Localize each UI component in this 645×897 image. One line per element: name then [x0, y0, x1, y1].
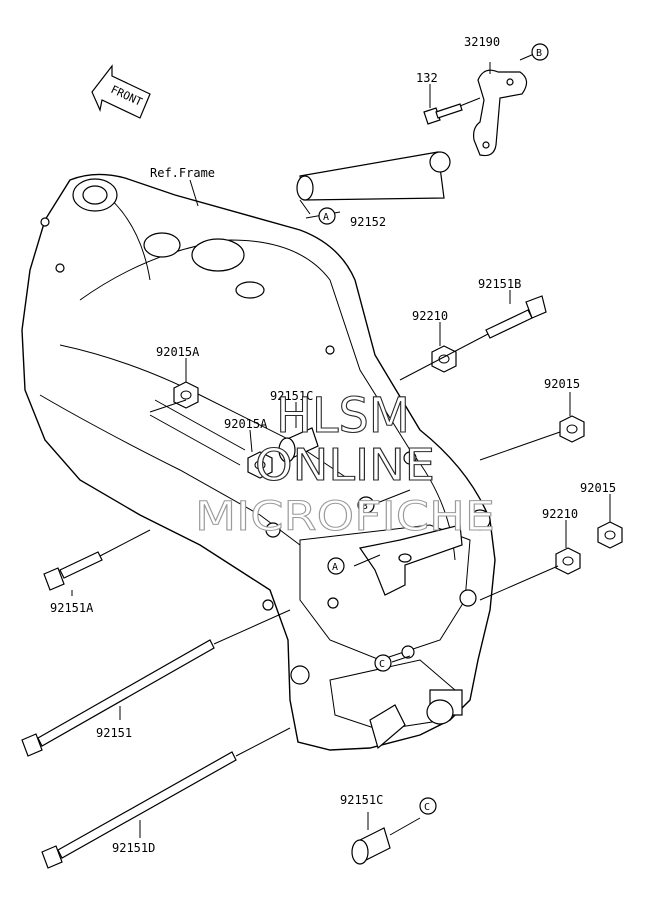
collar-92152	[296, 151, 451, 201]
watermark-line1: HLSM	[276, 388, 410, 444]
callout-C-bottom-text: C	[424, 802, 430, 813]
leader-lines	[71, 53, 611, 838]
callout-C-mid: C	[374, 654, 392, 672]
part-number-92210-upper: 92210	[412, 309, 448, 323]
nut-92015A-upper	[173, 381, 199, 409]
callout-3-text: 3	[362, 501, 368, 512]
bracket-32190	[473, 69, 528, 157]
part-number-92015A-upper: 92015A	[156, 345, 200, 359]
nut-92210-lower	[555, 547, 581, 575]
part-number-132: 132	[416, 71, 438, 85]
watermark: HLSM ONLINE MICROFICHE	[195, 387, 496, 540]
part-number-92151A: 92151A	[50, 601, 94, 615]
part-number-92210-lower: 92210	[542, 507, 578, 521]
nut-92015A-mid	[247, 451, 273, 479]
bolt-92151	[21, 639, 215, 757]
part-number-92151C-bottom: 92151C	[340, 793, 383, 807]
bolt-92151C-mid	[278, 427, 319, 463]
callout-3: 3	[357, 496, 375, 514]
callout-A-mid: A	[327, 557, 345, 575]
part-number-92151B: 92151B	[478, 277, 521, 291]
watermark-line2: ONLINE	[255, 440, 435, 491]
callout-C-bottom: C	[419, 797, 437, 815]
callout-C-mid-text: C	[379, 659, 385, 670]
callout-A-top-text: A	[323, 212, 329, 223]
nut-92210-upper	[431, 345, 457, 373]
callout-A-mid-text: A	[332, 562, 338, 573]
bolt-92151C-bottom	[351, 827, 391, 865]
bolt-92151B	[485, 295, 547, 339]
part-number-92151: 92151	[96, 726, 132, 740]
ref-frame-label: Ref.Frame	[150, 166, 215, 180]
bolt-132	[423, 103, 463, 125]
part-number-32190: 32190	[464, 35, 500, 49]
callout-B: B	[531, 43, 549, 61]
part-number-92151D: 92151D	[112, 841, 155, 855]
watermark-line3: MICROFICHE	[195, 494, 495, 540]
bolt-92151D	[41, 751, 237, 869]
front-arrow-icon: FRONT	[91, 64, 151, 119]
part-number-92015A-mid: 92015A	[224, 417, 268, 431]
part-number-92015-right: 92015	[544, 377, 580, 391]
part-number-92152: 92152	[350, 215, 386, 229]
bolt-92151A	[43, 551, 103, 591]
callout-A-top: A	[318, 207, 336, 225]
part-number-92015-lower: 92015	[580, 481, 616, 495]
part-number-92151C-mid: 92151C	[270, 389, 313, 403]
nut-92015-lower	[597, 521, 623, 549]
callout-B-text: B	[536, 48, 542, 59]
nut-92015-right	[559, 415, 585, 443]
